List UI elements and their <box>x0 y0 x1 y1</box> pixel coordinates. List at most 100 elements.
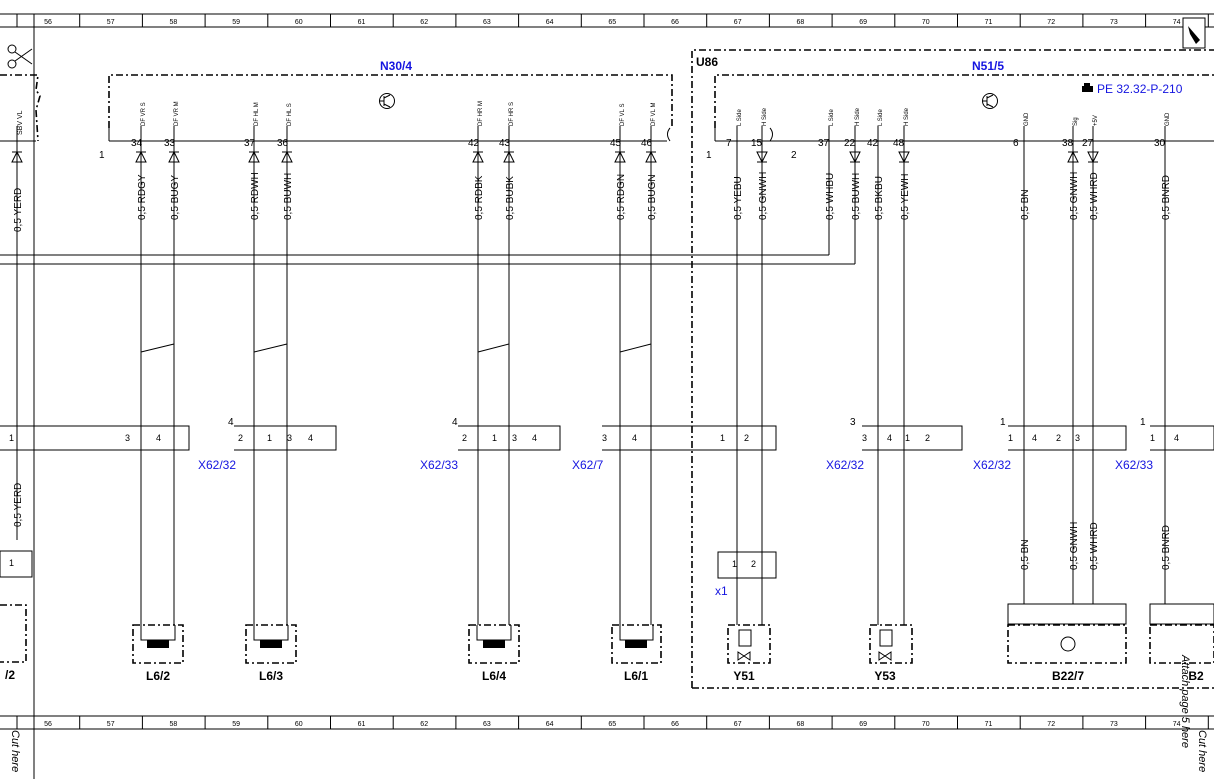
ruler-number: 59 <box>232 721 240 728</box>
ruler-number: 69 <box>859 721 867 728</box>
ruler-number: 60 <box>295 19 303 26</box>
coil-icon <box>625 640 647 648</box>
connector-pin: 2 <box>744 433 749 443</box>
ruler-number: 65 <box>608 19 616 26</box>
ruler-number: 59 <box>232 19 240 26</box>
wire-label: 0,5 BNRD <box>1161 525 1172 570</box>
connector-pin: 4 <box>308 433 313 443</box>
pin-number: 43 <box>499 138 511 149</box>
page-flip-icon <box>1182 17 1206 49</box>
pin-function-label: H Side <box>904 107 910 126</box>
connector-housing <box>862 425 963 451</box>
wire-label: 0,5 BNRD <box>1161 175 1172 220</box>
svg-text:1: 1 <box>99 150 105 161</box>
pin-function-label: DF VL S <box>620 104 626 126</box>
pin-function-label: DF VR S <box>141 102 147 126</box>
connector-pin: 1 <box>1008 433 1013 443</box>
connector-pin: 4 <box>156 433 161 443</box>
ruler-number: 66 <box>671 19 679 26</box>
component-box <box>1149 624 1214 664</box>
pointing-hand-icon <box>1082 83 1093 92</box>
pin-function-label: +5V <box>1093 115 1099 126</box>
x1-label[interactable]: x1 <box>715 584 728 598</box>
wire-label: 0,5 BUGN <box>647 174 658 220</box>
ruler-number: 74 <box>1173 721 1181 728</box>
svg-text:2: 2 <box>791 150 797 161</box>
ruler-number: 63 <box>483 721 491 728</box>
ruler-number: 68 <box>797 19 805 26</box>
ruler-number: 62 <box>420 721 428 728</box>
wire-label: 0,5 GNWH <box>758 172 769 220</box>
ruler-number: 65 <box>608 721 616 728</box>
wire-label: 0,5 BN <box>1020 539 1031 570</box>
pin-function-label: GND <box>1165 112 1171 126</box>
valve-icon <box>879 629 893 647</box>
wire-label: 0,5 RDGN <box>616 174 627 220</box>
ruler-number: 58 <box>170 19 178 26</box>
component-label: L6/4 <box>482 669 506 683</box>
pin-number: 27 <box>1082 138 1094 149</box>
connector-count: 1 <box>1000 417 1006 428</box>
connector-pin: 3 <box>287 433 292 443</box>
connector-housing <box>458 425 561 451</box>
left-partial-module: SBV VL 0,5 YERD 0,5 YERD 1 /2 <box>0 74 41 682</box>
pin-number: 37 <box>818 138 830 149</box>
wire-label: 0,5 BUBK <box>505 176 516 220</box>
pin-function-label: DF VR M <box>174 101 180 126</box>
component-box <box>468 624 520 664</box>
cut-here-right: Cut here <box>1196 730 1208 772</box>
pin-number: 46 <box>641 138 653 149</box>
pin-function-label: DF VL M <box>651 103 657 126</box>
ruler-number: 70 <box>922 721 930 728</box>
connector-pin: 2 <box>925 433 930 443</box>
ruler-number: 61 <box>358 19 366 26</box>
connector-pin: 4 <box>887 433 892 443</box>
ruler-number: 67 <box>734 19 742 26</box>
pin-number: 38 <box>1062 138 1074 149</box>
ruler-number: 62 <box>420 19 428 26</box>
component-label: B22/7 <box>1052 669 1084 683</box>
component-label: B2 <box>1188 669 1204 683</box>
connector-label: X62/32 <box>198 458 236 472</box>
wire-label: 0,5 WHRD <box>1089 522 1100 570</box>
wire-label: 0,5 BN <box>1020 189 1031 220</box>
ruler-number: 63 <box>483 19 491 26</box>
wire-label: 0,5 WHRD <box>1089 172 1100 220</box>
connector-pin: 2 <box>462 433 467 443</box>
ruler-number: 73 <box>1110 721 1118 728</box>
ruler-number: 67 <box>734 721 742 728</box>
attach-page-note: Attach page 5 here <box>1179 654 1191 748</box>
connector-pin: 1 <box>720 433 725 443</box>
connector-pin: 1 <box>9 433 14 443</box>
ruler-number: 58 <box>170 721 178 728</box>
ruler-number: 70 <box>922 19 930 26</box>
connector-label: X62/33 <box>1115 458 1153 472</box>
connector-housing <box>234 425 337 451</box>
connector-label: X62/32 <box>973 458 1011 472</box>
component-box <box>1007 624 1127 664</box>
wire-label: 0,5 RDBK <box>474 175 485 220</box>
pe-reference[interactable]: PE 32.32-P-210 <box>1097 82 1183 96</box>
component-box <box>611 624 662 664</box>
connector-pin: 3 <box>602 433 607 443</box>
pin-number: 30 <box>1154 138 1166 149</box>
ruler-number: 68 <box>797 721 805 728</box>
pin-function-label: DF HR M <box>478 101 484 126</box>
pin-function-label: H Side <box>762 107 768 126</box>
ruler-number: 57 <box>107 19 115 26</box>
pin-number: 48 <box>893 138 905 149</box>
wire-label: 0,5 GNWH <box>1069 172 1080 220</box>
connector-pin: 2 <box>1056 433 1061 443</box>
wire-label: 0,5 BUWH <box>283 173 294 220</box>
component-label: Y51 <box>733 669 755 683</box>
wire-label: 0,5 YERD <box>13 188 24 232</box>
connector-count: 3 <box>850 417 856 428</box>
component-label: L6/2 <box>146 669 170 683</box>
n51-5-title: N51/5 <box>972 59 1004 73</box>
pin-function-label: Sig <box>1073 117 1079 126</box>
connector-label: X62/33 <box>420 458 458 472</box>
svg-text:1: 1 <box>706 150 712 161</box>
ruler-number: 74 <box>1173 19 1181 26</box>
